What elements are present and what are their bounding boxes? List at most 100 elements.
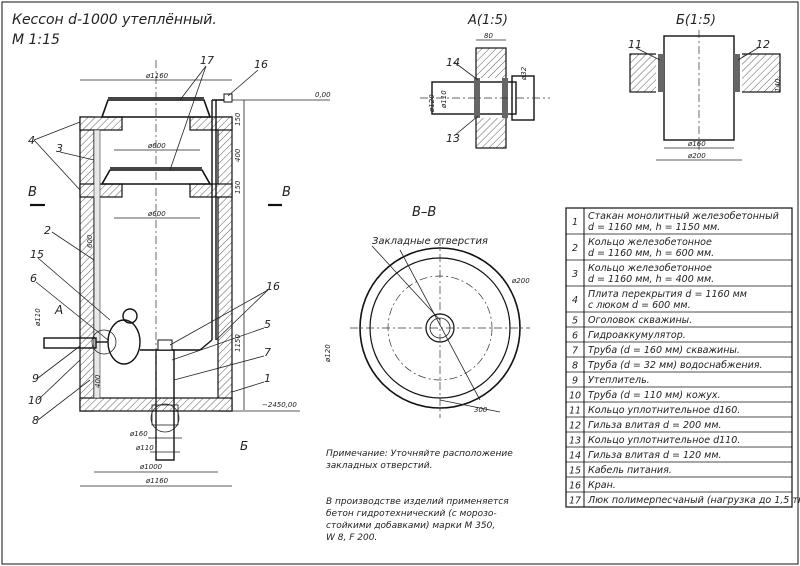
drawing-title: Кессон d-1000 утеплённый. [12, 12, 217, 28]
detail-view-b: Б(1:5) ø160 ø200 140 11 12 [628, 13, 782, 161]
callout-10: 10 [28, 394, 42, 407]
dim-d1160-top: ø1160 [145, 72, 169, 80]
callout-2: 2 [44, 224, 51, 237]
legend-text: с люком d = 600 мм. [588, 300, 691, 311]
legend-text: Гильза влитая d = 200 мм. [588, 420, 722, 431]
legend-number: 6 [572, 331, 578, 342]
legend-number: 11 [569, 406, 581, 417]
legend-number: 5 [572, 316, 578, 327]
callout-16-mid: 16 [266, 280, 280, 293]
legend-text: d = 1160 мм, h = 600 мм. [588, 248, 714, 259]
legend-row: 7 Труба (d = 160 мм) скважины. [572, 345, 740, 357]
view-b-dim-160: ø160 [687, 140, 706, 148]
note-line-2: закладных отверстий. [326, 461, 432, 471]
view-a-dim-80: 80 [484, 32, 493, 40]
concrete-note-line-1: В производстве изделий применяется [326, 497, 509, 507]
callout-14: 14 [446, 56, 460, 69]
legend-text: Гидроаккумулятор. [588, 330, 686, 341]
concrete-note-line-4: W 8, F 200. [326, 533, 377, 543]
section-mark-right: В [282, 185, 291, 200]
dim-h600: 600 [86, 234, 94, 248]
legend-number: 1 [572, 217, 578, 228]
view-b-title: Б(1:5) [676, 13, 716, 28]
holes-label: Закладные отверстия [372, 236, 488, 247]
legend-row: 17 Люк полимерпесчаный (нагрузка до 1,5 т… [569, 495, 800, 507]
legend-row: 11 Кольцо уплотнительное d160. [569, 405, 740, 417]
legend-number: 4 [572, 295, 578, 306]
legend-number: 15 [569, 466, 581, 477]
main-elevation: В В А Б ø1160 ø600 ø600 0,00 150 400 150… [28, 54, 331, 487]
note-line-1: Примечание: Уточняйте расположение [326, 449, 513, 459]
view-a-dim-32: ø32 [520, 66, 528, 81]
legend-text: d = 1160 мм, h = 1150 мм. [588, 222, 720, 233]
legend-text: Оголовок скважины. [588, 315, 692, 326]
legend-row: 8 Труба (d = 32 мм) водоснабжения. [572, 360, 763, 372]
legend-number: 14 [569, 451, 581, 462]
legend-number: 8 [572, 361, 578, 372]
legend-row: 15 Кабель питания. [569, 465, 672, 477]
callout-12: 12 [756, 38, 770, 51]
legend-text: Кран. [588, 480, 616, 491]
legend-text: Труба (d = 110 мм) кожух. [588, 390, 720, 401]
callout-15: 15 [30, 248, 44, 261]
dim-level-000: 0,00 [315, 91, 331, 99]
section-vv: В–В Закладные отверстия ø200 ø120 300 [324, 205, 530, 418]
dim-h1150: 1150 [234, 334, 242, 352]
legend-frame [565, 207, 793, 508]
callout-9: 9 [32, 372, 39, 385]
legend-row: 14 Гильза влитая d = 120 мм. [569, 450, 722, 462]
legend-number: 7 [572, 346, 578, 357]
view-a-dim-110: ø110 [440, 90, 448, 109]
dim-h400: 400 [234, 148, 242, 162]
legend-row: 12 Гильза влитая d = 200 мм. [569, 420, 722, 432]
dim-h150-b: 150 [234, 180, 242, 194]
legend-text: Гильза влитая d = 120 мм. [588, 450, 722, 461]
dim-d600-a: ø600 [147, 142, 166, 150]
dim-h150-a: 150 [234, 112, 242, 126]
concrete-note-line-3: стойкими добавками) марки М 350, [326, 521, 495, 531]
legend-text: d = 1160 мм, h = 400 мм. [588, 274, 714, 285]
callout-16-top: 16 [254, 58, 268, 71]
legend-text: Кольцо железобетонное [588, 263, 712, 274]
legend-text: Стакан монолитный железобетонный [588, 211, 779, 222]
legend-row: 6 Гидроаккумулятор. [572, 330, 686, 342]
dim-level-2450: −2450,00 [262, 401, 297, 409]
dim-d160: ø160 [129, 430, 148, 438]
callout-13: 13 [446, 132, 460, 145]
legend-number: 3 [572, 269, 578, 280]
detail-view-a: А(1:5) 80 ø32 ø120 ø110 14 13 [420, 13, 550, 149]
legend-text: Труба (d = 160 мм) скважины. [588, 345, 740, 356]
legend-row: 10 Труба (d = 110 мм) кожух. [569, 390, 721, 402]
section-vv-title: В–В [412, 205, 436, 220]
view-a-dim-120: ø120 [428, 94, 436, 113]
callout-1: 1 [264, 372, 271, 385]
drawing-scale: М 1:15 [12, 32, 60, 48]
callout-8: 8 [32, 414, 39, 427]
vv-dim-120: ø120 [324, 344, 332, 363]
legend-number: 17 [569, 496, 581, 507]
dim-d1000: ø1000 [139, 463, 163, 471]
view-b-dim-200: ø200 [687, 152, 706, 160]
dim-d600-b: ø600 [147, 210, 166, 218]
view-b-dim-140: 140 [774, 78, 782, 92]
legend-number: 10 [569, 391, 581, 402]
legend-text: Утеплитель. [588, 375, 650, 386]
legend-number: 12 [569, 421, 581, 432]
legend-text: Кольцо уплотнительное d110. [588, 435, 740, 446]
legend-text: Люк полимерпесчаный (нагрузка до 1,5 тн)… [587, 495, 800, 506]
legend-text: Кольцо уплотнительное d160. [588, 405, 740, 416]
section-mark-left: В [28, 185, 37, 200]
legend-text: Труба (d = 32 мм) водоснабжения. [588, 360, 763, 371]
dim-h400-small: 400 [94, 374, 102, 388]
legend-number: 9 [572, 376, 578, 387]
legend-text: Кабель питания. [588, 465, 672, 476]
legend-text: Плита перекрытия d = 1160 мм [588, 289, 747, 300]
concrete-note-line-2: бетон гидротехнический (с морозо- [326, 509, 497, 519]
vv-dim-300: 300 [474, 406, 488, 414]
